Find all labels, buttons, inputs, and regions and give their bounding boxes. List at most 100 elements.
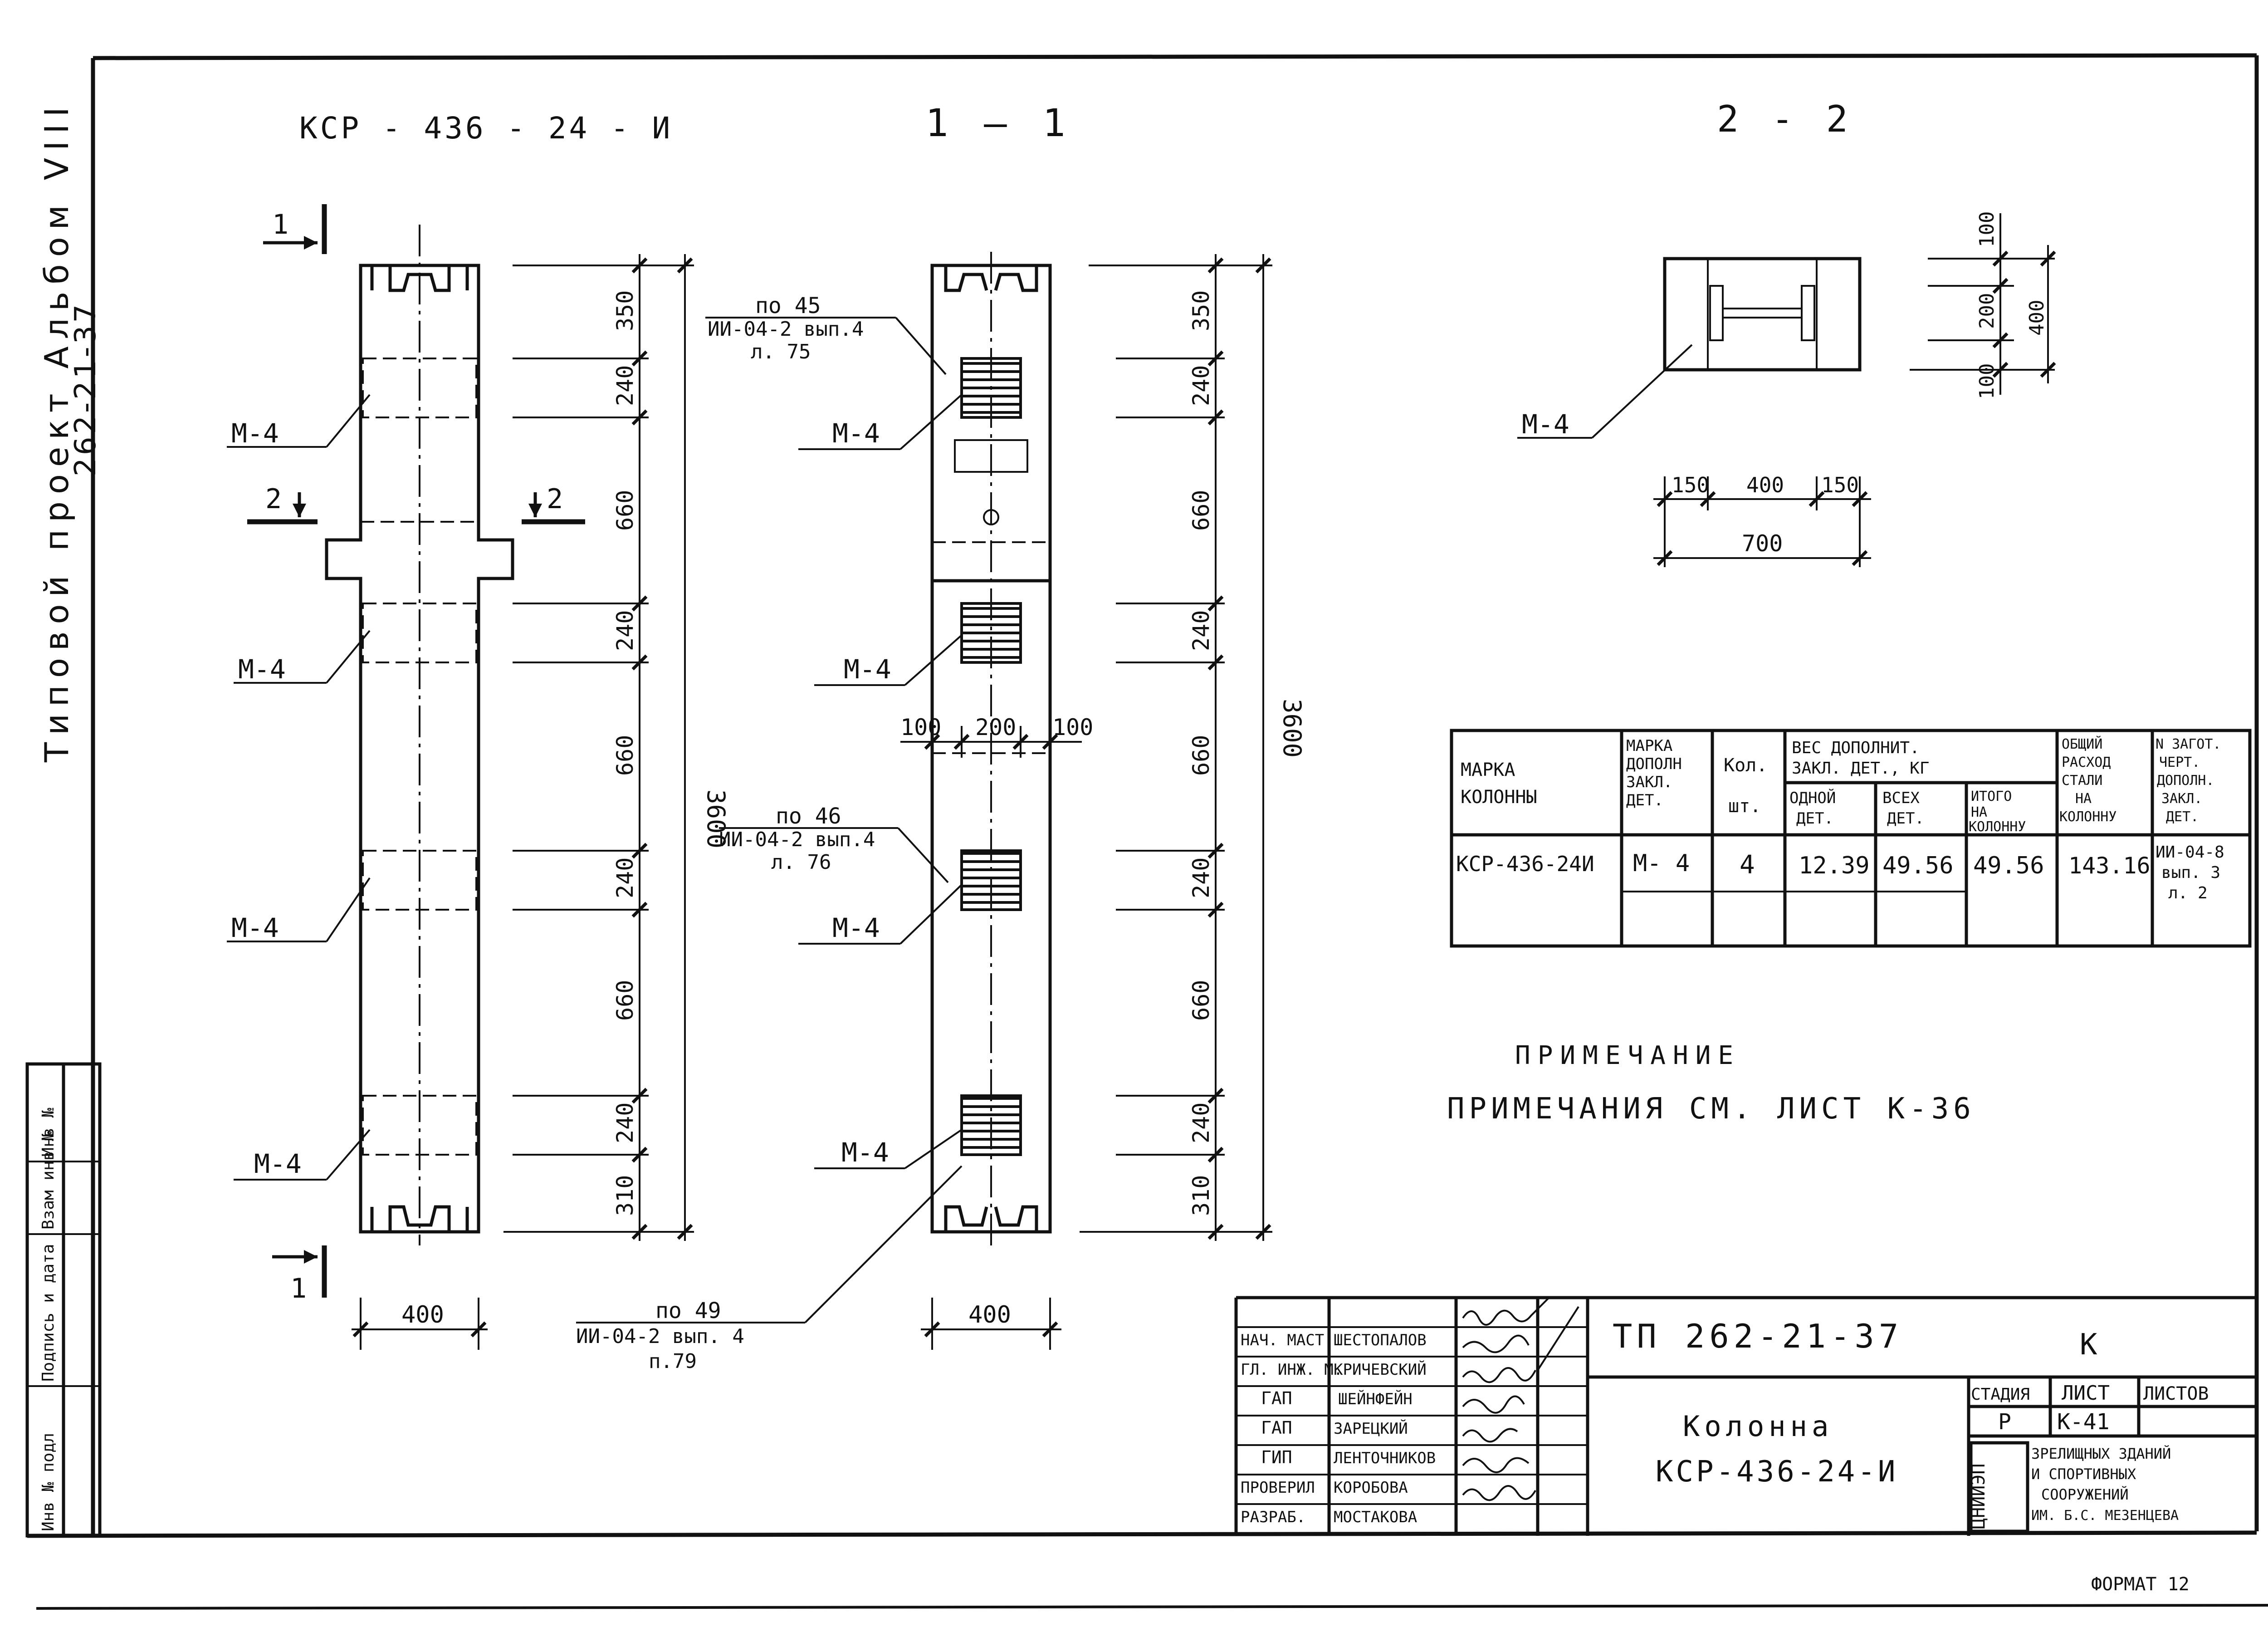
role-5: ПРОВЕРИЛ [1241,1479,1315,1497]
role-1: ГЛ. ИНЖ. М. [1241,1361,1343,1379]
section-2-mark-right: 2 [547,483,563,515]
dim-chain-right: 350 240 660 240 660 240 660 240 310 3600 [1080,254,1306,1241]
side-stamp-line1: Типовой проект Альбом VIII [38,100,76,763]
plate-elev-1 [361,358,479,418]
th-weight: ВЕС ДОПОЛНИТ.ЗАКЛ. ДЕТ., КГ [1792,739,1929,778]
note-text: ПРИМЕЧАНИЯ СМ. ЛИСТ К-36 [1447,1092,1975,1126]
dim-310: 310 [612,1175,638,1216]
m4-label-elev-1: М-4 [231,418,279,449]
dim-r-240-b: 240 [1188,610,1214,651]
section-1-title: 1 — 1 [925,101,1072,145]
sheet-value: К-41 [2057,1409,2110,1435]
left-approval-strip: Инв № подл Подпись и дата Взам инв № Инв… [25,1062,102,1538]
ref-49-b: ИИ-04-2 вып. 4 [576,1325,744,1348]
th-qty: Кол. [1724,755,1767,776]
dim-660-c: 660 [612,980,638,1021]
org-line-0: ЗРЕЛИЩНЫХ ЗДАНИЙ [2031,1445,2171,1462]
m4-label-sec2: М-4 [1522,409,1569,440]
dim-r-350: 350 [1188,290,1214,331]
role-3: ГАП [1261,1418,1292,1438]
plate-sec-1 [960,357,1022,419]
strip-label-3: Инв № [39,1108,58,1157]
sec2-dim-150-a: 150 [1672,473,1709,497]
plate-elev-2 [362,603,477,663]
name-4: ЛЕНТОЧНИКОВ [1334,1449,1436,1467]
ref-49-a: по 49 [655,1298,721,1323]
sheet-header: ЛИСТ [2062,1382,2110,1405]
cell-all: 49.56 [1882,852,1954,879]
dim-r-240-d: 240 [1188,1103,1214,1143]
m4-label-sec-2: М-4 [844,654,891,685]
sheet-frame [27,53,2268,1610]
name-0: ШЕСТОПАЛОВ [1334,1331,1427,1349]
m4-label-sec-1: М-4 [832,418,880,449]
side-stamp-line2: 262-21-37 [69,302,103,476]
plate-sec-3 [960,849,1022,911]
m4-label-elev-3: М-4 [231,912,279,943]
signatures [1462,1297,1579,1501]
section-2-2: М-4 100 200 400 100 150 400 150 70 [1517,211,2056,567]
dim-350: 350 [612,290,638,331]
sec2-dim-200: 200 [1975,293,1999,329]
dim-240-c: 240 [612,858,638,898]
sec2-dim-100-bot: 100 [1975,363,1999,399]
role-6: РАЗРАБ. [1241,1508,1305,1526]
th-draw: N ЗАГОТ.ЧЕРТ.ДОПОЛН.ЗАКЛ.ДЕТ. [2156,736,2221,825]
dim-chain-left: 350 240 660 240 660 240 660 240 310 3600 [503,254,730,1241]
sec-width-dim: 400 [968,1301,1011,1328]
sec2-dim-400: 400 [2025,300,2048,336]
dim-660-a: 660 [612,490,638,531]
name-3: ЗАРЕЦКИЙ [1334,1419,1408,1438]
ref-49-c: п.79 [649,1350,697,1373]
ref-46-a: по 46 [776,804,841,829]
section-1-1: по 45 ИИ-04-2 вып.4 л. 75 по 46 ИИ-04-2 … [576,252,1093,1373]
m4-label-sec-4: М-4 [841,1137,889,1168]
strip-label-1: Подпись и дата [39,1244,58,1382]
dim-total-left: 3600 [702,789,730,848]
ref-45-b: ИИ-04-2 вып.4 [708,318,864,341]
role-2: ГАП [1261,1388,1292,1408]
sec2-dim-400h: 400 [1746,473,1784,497]
section-mark-bottom: 1 [290,1273,307,1304]
dim-240-a: 240 [612,365,638,406]
m4-label-elev-2: М-4 [238,654,286,685]
cell-mark: КСР-436-24И [1456,852,1594,876]
object-name-b: КСР-436-24-И [1656,1455,1898,1489]
section-2-title: 2 - 2 [1717,98,1853,140]
note-title: ПРИМЕЧАНИЕ [1515,1041,1740,1070]
org-line-1: И СПОРТИВНЫХ [2031,1465,2136,1483]
org-logo: ЦНИИЭП [1968,1464,1989,1529]
object-name-a: Колонна [1683,1410,1833,1443]
role-4: ГИП [1261,1447,1292,1467]
dim-w-100-a: 100 [900,714,941,740]
name-1: КРИЧЕВСКИЙ [1334,1360,1427,1379]
side-stamp: Типовой проект Альбом VIII 262-21-37 [38,100,103,763]
dim-r-240-c: 240 [1188,858,1214,898]
dim-r-660-b: 660 [1188,735,1214,776]
cell-addmark: М- 4 [1633,850,1690,877]
ref-45-c: л. 75 [751,340,811,363]
section-mark-top: 1 [272,209,288,240]
dim-r-310: 310 [1188,1175,1214,1216]
dim-r-660-c: 660 [1188,980,1214,1021]
drawing-mark: КСР - 436 - 24 - И [299,111,673,146]
org-line-3: ИМ. Б.С. МЕЗЕНЦЕВА [2031,1508,2179,1524]
name-2: ШЕЙНФЕЙН [1338,1390,1413,1408]
dim-r-660-a: 660 [1188,490,1214,531]
plate-elev-4 [362,1095,477,1156]
plate-sec-4 [960,1094,1022,1156]
ref-45-a: по 45 [755,293,821,319]
dim-240-b: 240 [612,610,638,651]
name-6: МОСТАКОВА [1334,1508,1417,1526]
project-code: ТП 262-21-37 [1613,1317,1903,1355]
m4-label-elev-4: М-4 [254,1148,302,1179]
dim-w-200: 200 [975,714,1016,740]
title-block: НАЧ. МАСТ ГЛ. ИНЖ. М. ГАП ГАП ГИП ПРОВЕР… [1234,1296,2257,1536]
